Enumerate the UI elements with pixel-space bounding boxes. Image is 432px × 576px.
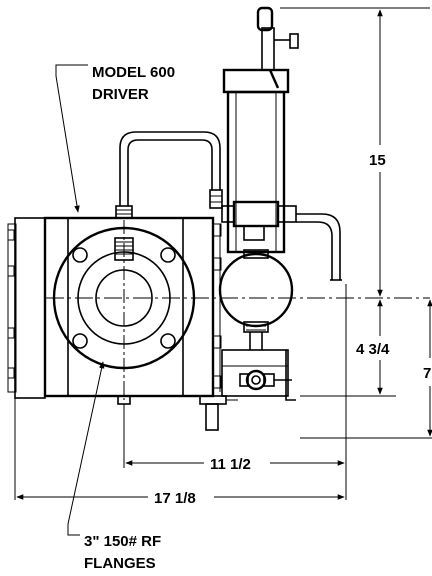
- driver-callout-line1: MODEL 600: [92, 64, 175, 81]
- float-chamber: [218, 249, 294, 350]
- flange-callout-line2: FLANGES: [84, 555, 156, 572]
- dim-height-mid: 4 3/4: [356, 341, 390, 358]
- dim-height-right: 7: [423, 365, 431, 382]
- dimension-lines: [14, 7, 432, 500]
- reservoir-cylinder: [221, 6, 342, 281]
- flange-callout-line1: 3" 150# RF: [84, 533, 161, 550]
- dim-height-top: 15: [369, 152, 386, 169]
- driver-callout-line2: DRIVER: [92, 86, 149, 103]
- mounting-bracket: [199, 349, 296, 431]
- dim-width-inner: 11 1/2: [210, 456, 251, 473]
- flange: [46, 220, 430, 400]
- top-fitting: [114, 205, 134, 405]
- callout-leaders: [55, 64, 105, 536]
- connecting-tube: [119, 131, 223, 209]
- dim-width-overall: 17 1/8: [154, 490, 196, 507]
